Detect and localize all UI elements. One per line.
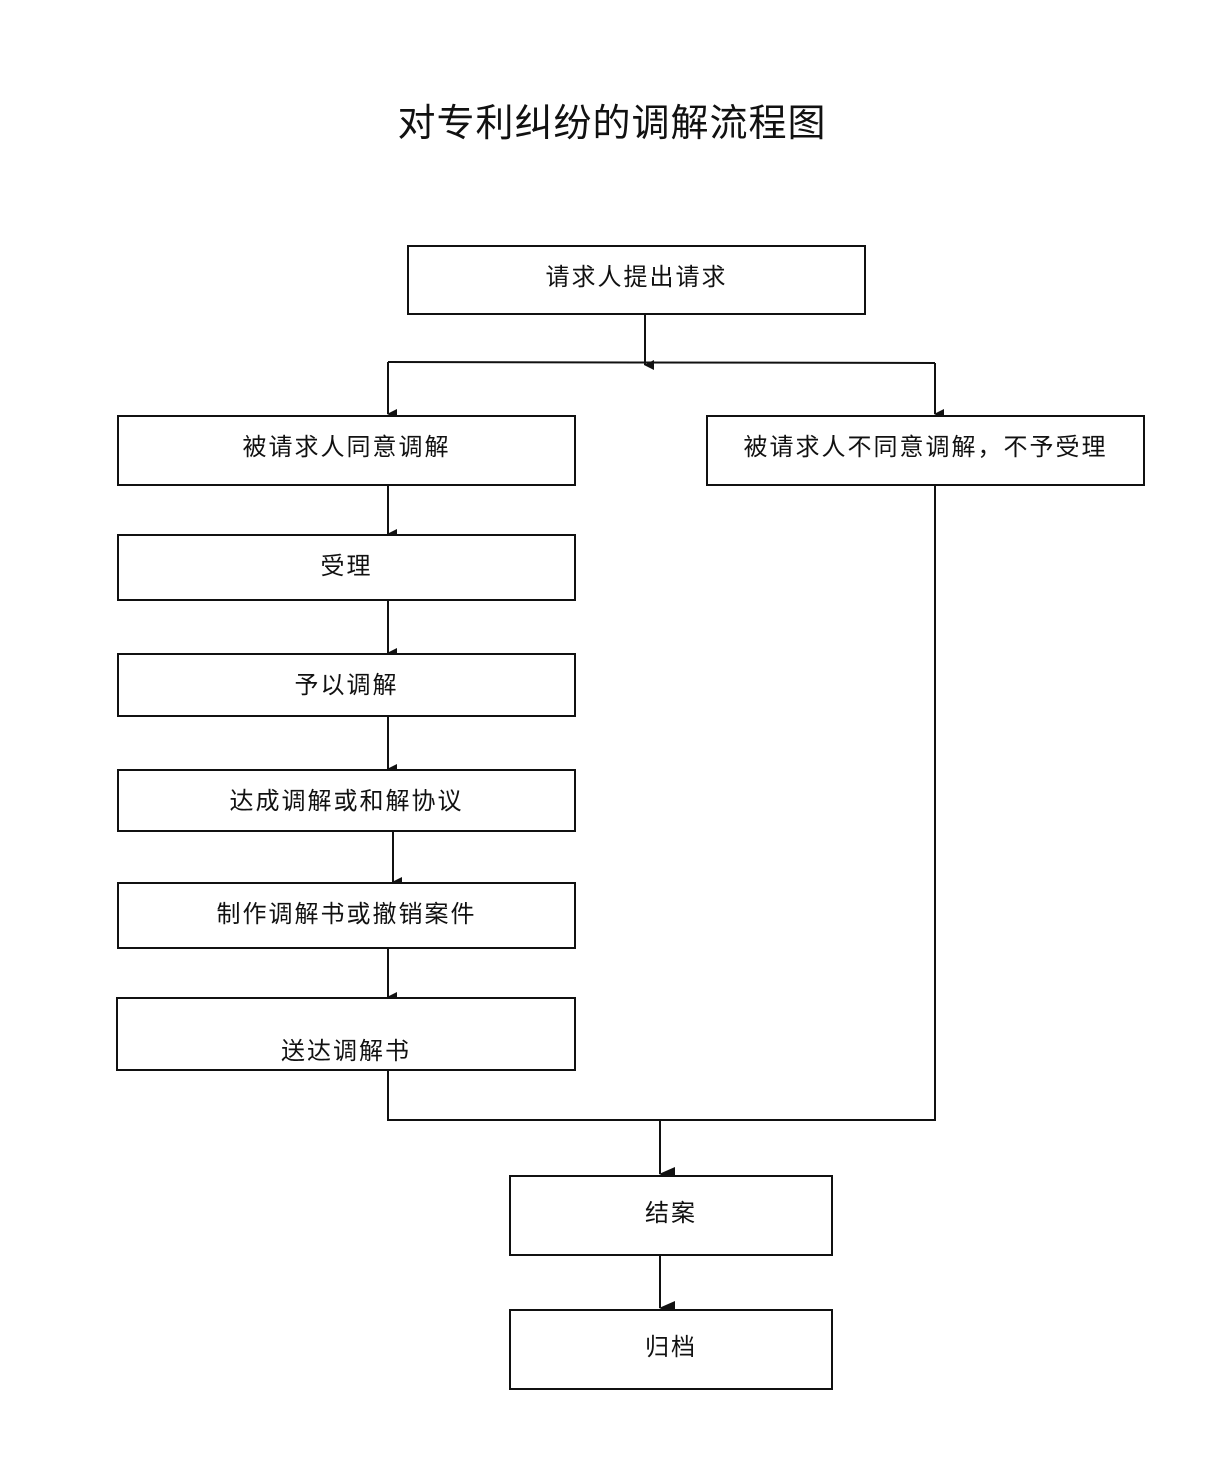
node-agreement: 达成调解或和解协议 (117, 769, 576, 832)
node-deliver-label: 送达调解书 (281, 1037, 411, 1065)
node-disagree: 被请求人不同意调解，不予受理 (706, 415, 1145, 486)
branch-split-line (387, 361, 936, 364)
node-disagree-label: 被请求人不同意调解，不予受理 (743, 433, 1108, 461)
node-archive-label: 归档 (645, 1333, 697, 1361)
node-accept: 受理 (117, 534, 576, 601)
merge-line-left (387, 1070, 660, 1121)
node-close-label: 结案 (645, 1199, 697, 1227)
node-close: 结案 (509, 1175, 833, 1256)
node-accept-label: 受理 (320, 552, 373, 580)
merge-line-right (660, 485, 936, 1121)
node-agree: 被请求人同意调解 (117, 415, 576, 486)
node-request-label: 请求人提出请求 (545, 263, 728, 291)
node-mediate: 予以调解 (117, 653, 576, 717)
node-agree-label: 被请求人同意调解 (242, 433, 451, 461)
node-make-doc-label: 制作调解书或撤销案件 (216, 900, 477, 928)
node-deliver: 送达调解书 (116, 997, 576, 1071)
node-mediate-label: 予以调解 (294, 671, 399, 699)
page-title: 对专利纠纷的调解流程图 (397, 101, 827, 145)
node-agreement-label: 达成调解或和解协议 (229, 787, 464, 815)
node-archive: 归档 (509, 1309, 833, 1390)
node-make-doc: 制作调解书或撤销案件 (117, 882, 576, 949)
node-request: 请求人提出请求 (407, 245, 866, 315)
